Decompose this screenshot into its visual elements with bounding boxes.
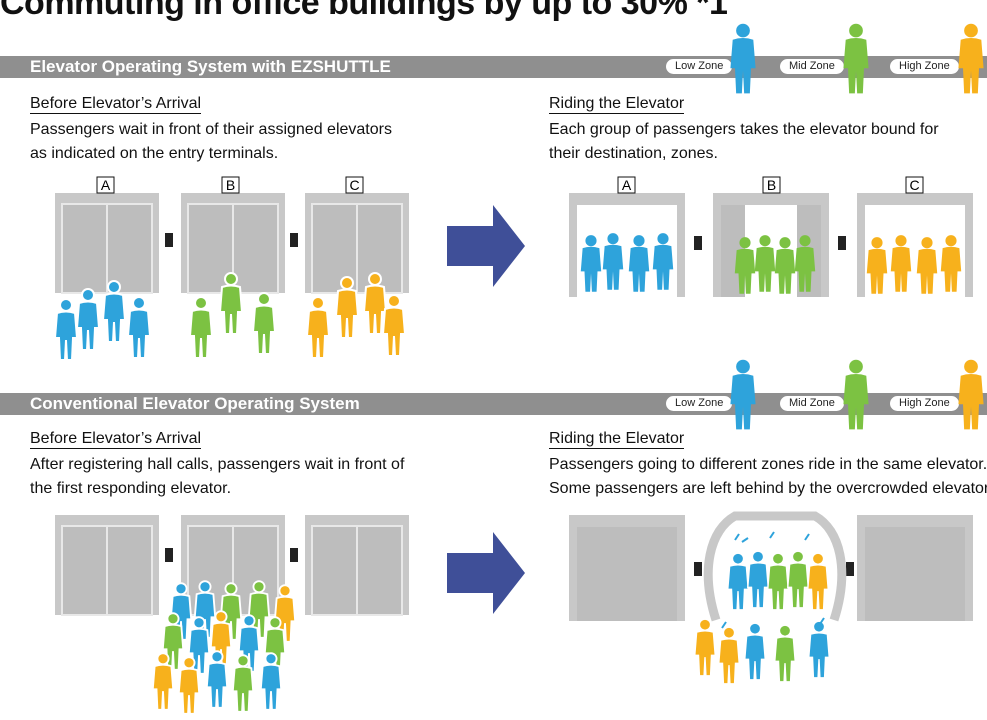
arrow-right-icon (447, 532, 525, 614)
ezshuttle-riding-text: Each group of passengers takes the eleva… (549, 121, 939, 162)
conventional-section-title: Conventional Elevator Operating System (30, 394, 360, 413)
elevator-label-c: C (909, 177, 919, 193)
arrow-right-icon (447, 205, 525, 287)
elevator-label-a: A (622, 177, 632, 193)
ezshuttle-before-elevators (55, 193, 409, 294)
conventional-before-text: After registering hall calls, passengers… (30, 456, 405, 497)
ezshuttle-before-heading: Before Elevator’s Arrival (30, 95, 202, 114)
zone-pill-mid: Mid Zone (780, 59, 844, 74)
zone-pill-high: High Zone (890, 396, 959, 411)
zone-pill-high: High Zone (890, 59, 959, 74)
ezshuttle-section-title: Elevator Operating System with EZSHUTTLE (30, 57, 391, 76)
zone-pill-mid: Mid Zone (780, 396, 844, 411)
conventional-riding-heading: Riding the Elevator (549, 430, 685, 449)
elevator-label-b: B (226, 177, 235, 193)
zone-pill-low: Low Zone (666, 396, 733, 411)
conventional-riding-elevators (569, 511, 973, 622)
zone-pill-low: Low Zone (666, 59, 733, 74)
zone-figures-bottom (730, 359, 984, 430)
elevator-label-b: B (767, 177, 776, 193)
conventional-riding-crowd (726, 550, 830, 611)
ezshuttle-before-text: Passengers wait in front of their assign… (30, 121, 392, 162)
conventional-before-heading: Before Elevator’s Arrival (30, 430, 202, 449)
elevator-label-c: C (349, 177, 359, 193)
agitation-marks-icon (721, 531, 825, 629)
conventional-riding-text: Passengers going to different zones ride… (549, 456, 987, 497)
ezshuttle-riding-heading: Riding the Elevator (549, 95, 685, 114)
headline: Commuting in office buildings by up to 3… (0, 0, 728, 22)
elevator-label-a: A (101, 177, 111, 193)
zone-figures-top (730, 23, 984, 94)
conventional-left-behind (693, 618, 831, 685)
ezshuttle-before-labels: A B C (96, 176, 364, 194)
